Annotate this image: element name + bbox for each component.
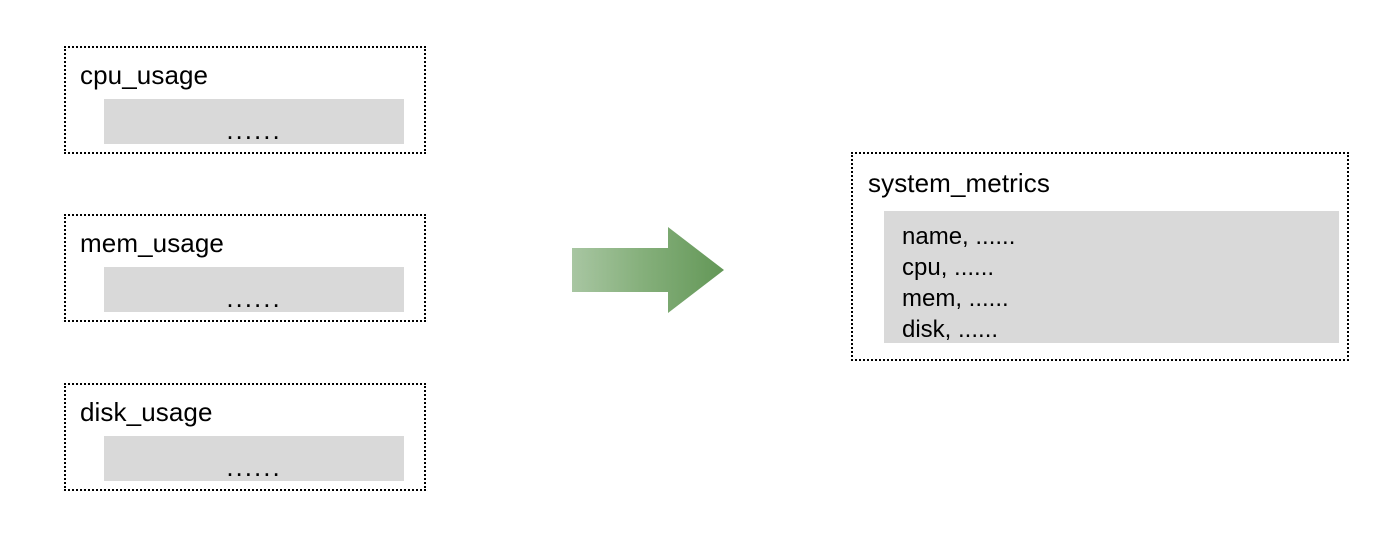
right-arrow-icon: [572, 227, 724, 313]
right-arrow-glyph: [572, 227, 724, 313]
source-ellipsis-cpu-usage: ......: [226, 115, 282, 145]
target-title-system-metrics: system_metrics: [868, 168, 1050, 198]
target-field-row: mem, ......: [902, 285, 1009, 312]
source-title-disk-usage: disk_usage: [80, 397, 213, 427]
target-field-list: name, ...... cpu, ...... mem, ...... dis…: [884, 211, 1339, 343]
source-ellipsis-mem-usage: ......: [226, 283, 282, 313]
source-box-mem-usage[interactable]: mem_usage ......: [64, 214, 426, 322]
target-field-row: name, ......: [902, 223, 1016, 250]
source-title-mem-usage: mem_usage: [80, 228, 224, 258]
source-body-disk-usage: ......: [104, 436, 404, 481]
source-body-mem-usage: ......: [104, 267, 404, 312]
source-box-cpu-usage[interactable]: cpu_usage ......: [64, 46, 426, 154]
source-body-cpu-usage: ......: [104, 99, 404, 144]
target-field-row: cpu, ......: [902, 254, 995, 281]
source-box-disk-usage[interactable]: disk_usage ......: [64, 383, 426, 491]
target-box-system-metrics[interactable]: system_metrics name, ...... cpu, ...... …: [851, 152, 1349, 361]
source-ellipsis-disk-usage: ......: [226, 452, 282, 482]
target-field-row: disk, ......: [902, 316, 999, 343]
source-title-cpu-usage: cpu_usage: [80, 60, 209, 90]
